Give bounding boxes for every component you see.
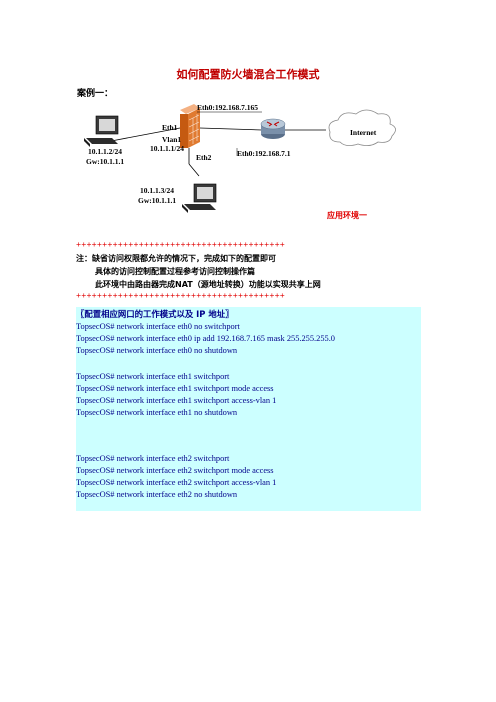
environment-label: 应用环境一 — [327, 211, 367, 220]
router-icon — [260, 118, 286, 139]
vlan-ip-label: 10.1.1.1/24 — [150, 144, 184, 153]
config-line: TopsecOS# network interface eth1 switchp… — [76, 396, 277, 405]
left-computer-icon — [84, 115, 119, 147]
left-pc-ip: 10.1.1.2/24 — [88, 147, 122, 156]
config-line: TopsecOS# network interface eth1 switchp… — [76, 384, 274, 393]
case-label: 案例一： — [77, 89, 114, 99]
config-line: TopsecOS# network interface eth1 no shut… — [76, 408, 238, 417]
config-line: TopsecOS# network interface eth0 no swit… — [76, 322, 240, 331]
config-line: TopsecOS# network interface eth0 ip add … — [76, 334, 335, 343]
note-line-2: 具体的访问控制配置过程参考访问控制操作篇 — [95, 267, 255, 276]
internet-cloud-icon: Internet — [328, 109, 396, 146]
fw-eth2-label: Eth2 — [196, 153, 212, 162]
bottom-computer-icon — [182, 183, 217, 213]
config-line: TopsecOS# network interface eth0 no shut… — [76, 346, 238, 355]
config-line: TopsecOS# network interface eth1 switchp… — [76, 372, 230, 381]
note-line-1: 注：缺省访问权限都允许的情况下，完成如下的配置即可 — [76, 254, 276, 263]
network-diagram: Internet Eth0:192.168.7.165 Eth1 Vlan1 1… — [84, 103, 396, 213]
config-line: TopsecOS# network interface eth2 no shut… — [76, 490, 238, 499]
config-heading: 〖配置相应网口的工作模式以及 IP 地址〗 — [76, 309, 234, 319]
firewall-icon — [180, 104, 200, 148]
bottom-pc-ip: 10.1.1.3/24 — [140, 186, 174, 195]
config-block: 〖配置相应网口的工作模式以及 IP 地址〗 TopsecOS# network … — [76, 307, 421, 511]
note-line-3: 此环境中由路由器完成NAT（源地址转换）功能以实现共享上网 — [95, 280, 321, 289]
bottom-pc-gw: Gw:10.1.1.1 — [138, 196, 176, 205]
plus-separator-bottom: ++++++++++++++++++++++++++++++++++++++++ — [76, 291, 286, 301]
fw-eth1-label: Eth1 — [162, 123, 178, 132]
fw-eth0-label: Eth0:192.168.7.165 — [197, 103, 258, 112]
plus-separator-top: ++++++++++++++++++++++++++++++++++++++++ — [76, 240, 286, 250]
vlan-label: Vlan1 — [162, 135, 181, 144]
config-line: TopsecOS# network interface eth2 switchp… — [76, 454, 230, 463]
left-pc-gw: Gw:10.1.1.1 — [86, 157, 124, 166]
router-eth0-label: Eth0:192.168.7.1 — [237, 149, 291, 158]
page-title: 如何配置防火墙混合工作模式 — [176, 68, 320, 81]
config-line: TopsecOS# network interface eth2 switchp… — [76, 466, 274, 475]
internet-label: Internet — [350, 128, 377, 137]
config-line: TopsecOS# network interface eth2 switchp… — [76, 478, 277, 487]
